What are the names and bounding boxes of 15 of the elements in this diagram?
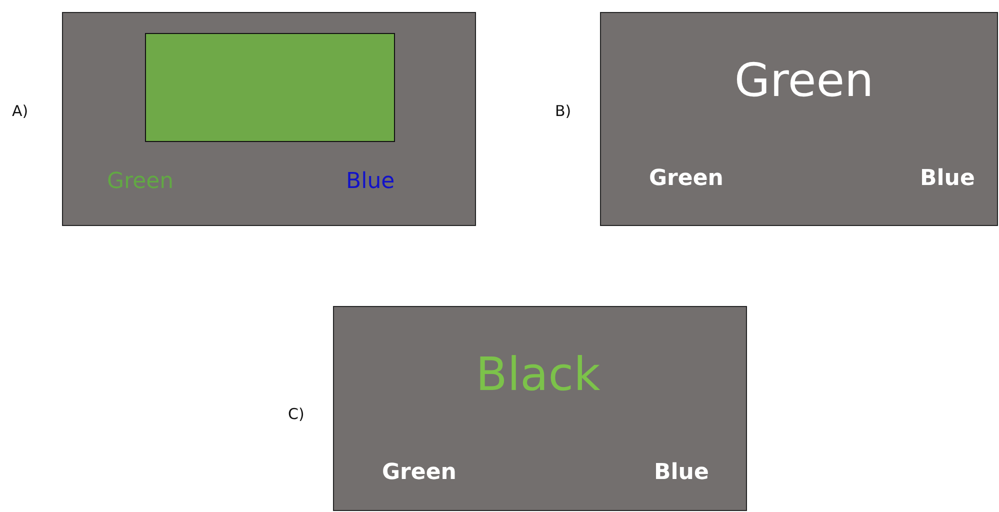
panel-label: B)	[555, 104, 572, 119]
filled-rectangle	[145, 33, 395, 142]
stimulus-word: Green	[734, 57, 874, 103]
color-word: Blue	[654, 462, 709, 484]
panel	[333, 306, 747, 511]
panel	[600, 12, 998, 226]
color-word: Green	[382, 462, 456, 484]
stimulus-word: Black	[476, 351, 600, 397]
color-word: Blue	[346, 171, 395, 193]
color-word: Green	[649, 168, 724, 190]
panel-label: C)	[288, 407, 304, 422]
panel	[62, 12, 476, 226]
panel-label: A)	[12, 104, 28, 119]
color-word: Green	[107, 171, 174, 193]
color-word: Blue	[920, 168, 975, 190]
